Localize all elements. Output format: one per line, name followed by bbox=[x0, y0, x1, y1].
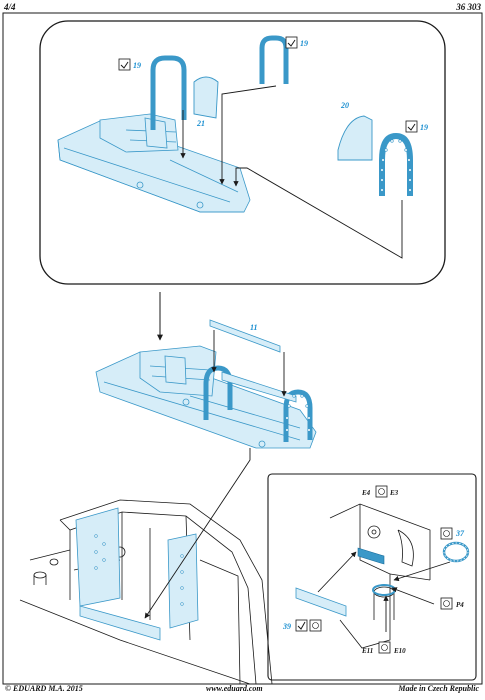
callout-19-c: 19 bbox=[420, 123, 428, 132]
frame-19-b bbox=[259, 35, 289, 84]
leaders-detail bbox=[317, 551, 451, 632]
callout-39: 39 bbox=[282, 622, 291, 631]
hull-step1 bbox=[57, 113, 251, 213]
detail-ring-blue bbox=[372, 584, 396, 596]
label-e11: E11 bbox=[361, 647, 373, 655]
interior-blue-parts bbox=[75, 507, 199, 641]
page-number: 4/4 bbox=[4, 2, 16, 12]
panel-21 bbox=[193, 76, 219, 119]
kit-code: 36 303 bbox=[456, 2, 481, 12]
leader-to-interior bbox=[144, 448, 251, 619]
check-box-1 bbox=[118, 36, 418, 133]
part-11-strip bbox=[209, 319, 281, 353]
rivets-step2 bbox=[285, 394, 311, 432]
step1-panel bbox=[39, 20, 446, 285]
label-e3: E3 bbox=[389, 489, 399, 497]
rivets-step1 bbox=[380, 139, 412, 192]
detail-callout-boxes bbox=[295, 485, 453, 654]
callout-20: 20 bbox=[340, 101, 349, 110]
detail-structure bbox=[329, 503, 431, 649]
detail-strip-blue bbox=[357, 547, 385, 565]
rivets-interior bbox=[94, 534, 184, 606]
leaders-step1 bbox=[180, 85, 403, 259]
check-icons bbox=[120, 39, 416, 131]
callout-19-b: 19 bbox=[300, 39, 308, 48]
plate-11-installed bbox=[221, 371, 297, 403]
check-icon-39 bbox=[297, 621, 306, 630]
part-37-ring bbox=[442, 541, 470, 563]
label-e10: E10 bbox=[393, 647, 406, 655]
detail-panel bbox=[267, 473, 477, 681]
copyright: © EDUARD M.A. 2015 bbox=[5, 684, 83, 693]
frame-19-riveted bbox=[379, 133, 413, 196]
interior-view bbox=[19, 499, 273, 685]
origin: Made in Czech Republic bbox=[398, 684, 479, 693]
sheet-border bbox=[2, 12, 483, 685]
frame-19-a bbox=[150, 55, 187, 130]
flip-icons bbox=[312, 488, 450, 651]
callout-19-a: 19 bbox=[133, 61, 141, 70]
website: www.eduard.com bbox=[206, 684, 263, 693]
callout-37: 37 bbox=[455, 529, 465, 538]
leaders-step2 bbox=[211, 330, 287, 397]
label-e4: E4 bbox=[361, 489, 371, 497]
callout-21: 21 bbox=[196, 119, 205, 128]
part-39-strip bbox=[295, 587, 347, 617]
panel-20 bbox=[337, 115, 373, 161]
callout-11: 11 bbox=[250, 323, 258, 332]
label-p4: P4 bbox=[456, 601, 464, 609]
